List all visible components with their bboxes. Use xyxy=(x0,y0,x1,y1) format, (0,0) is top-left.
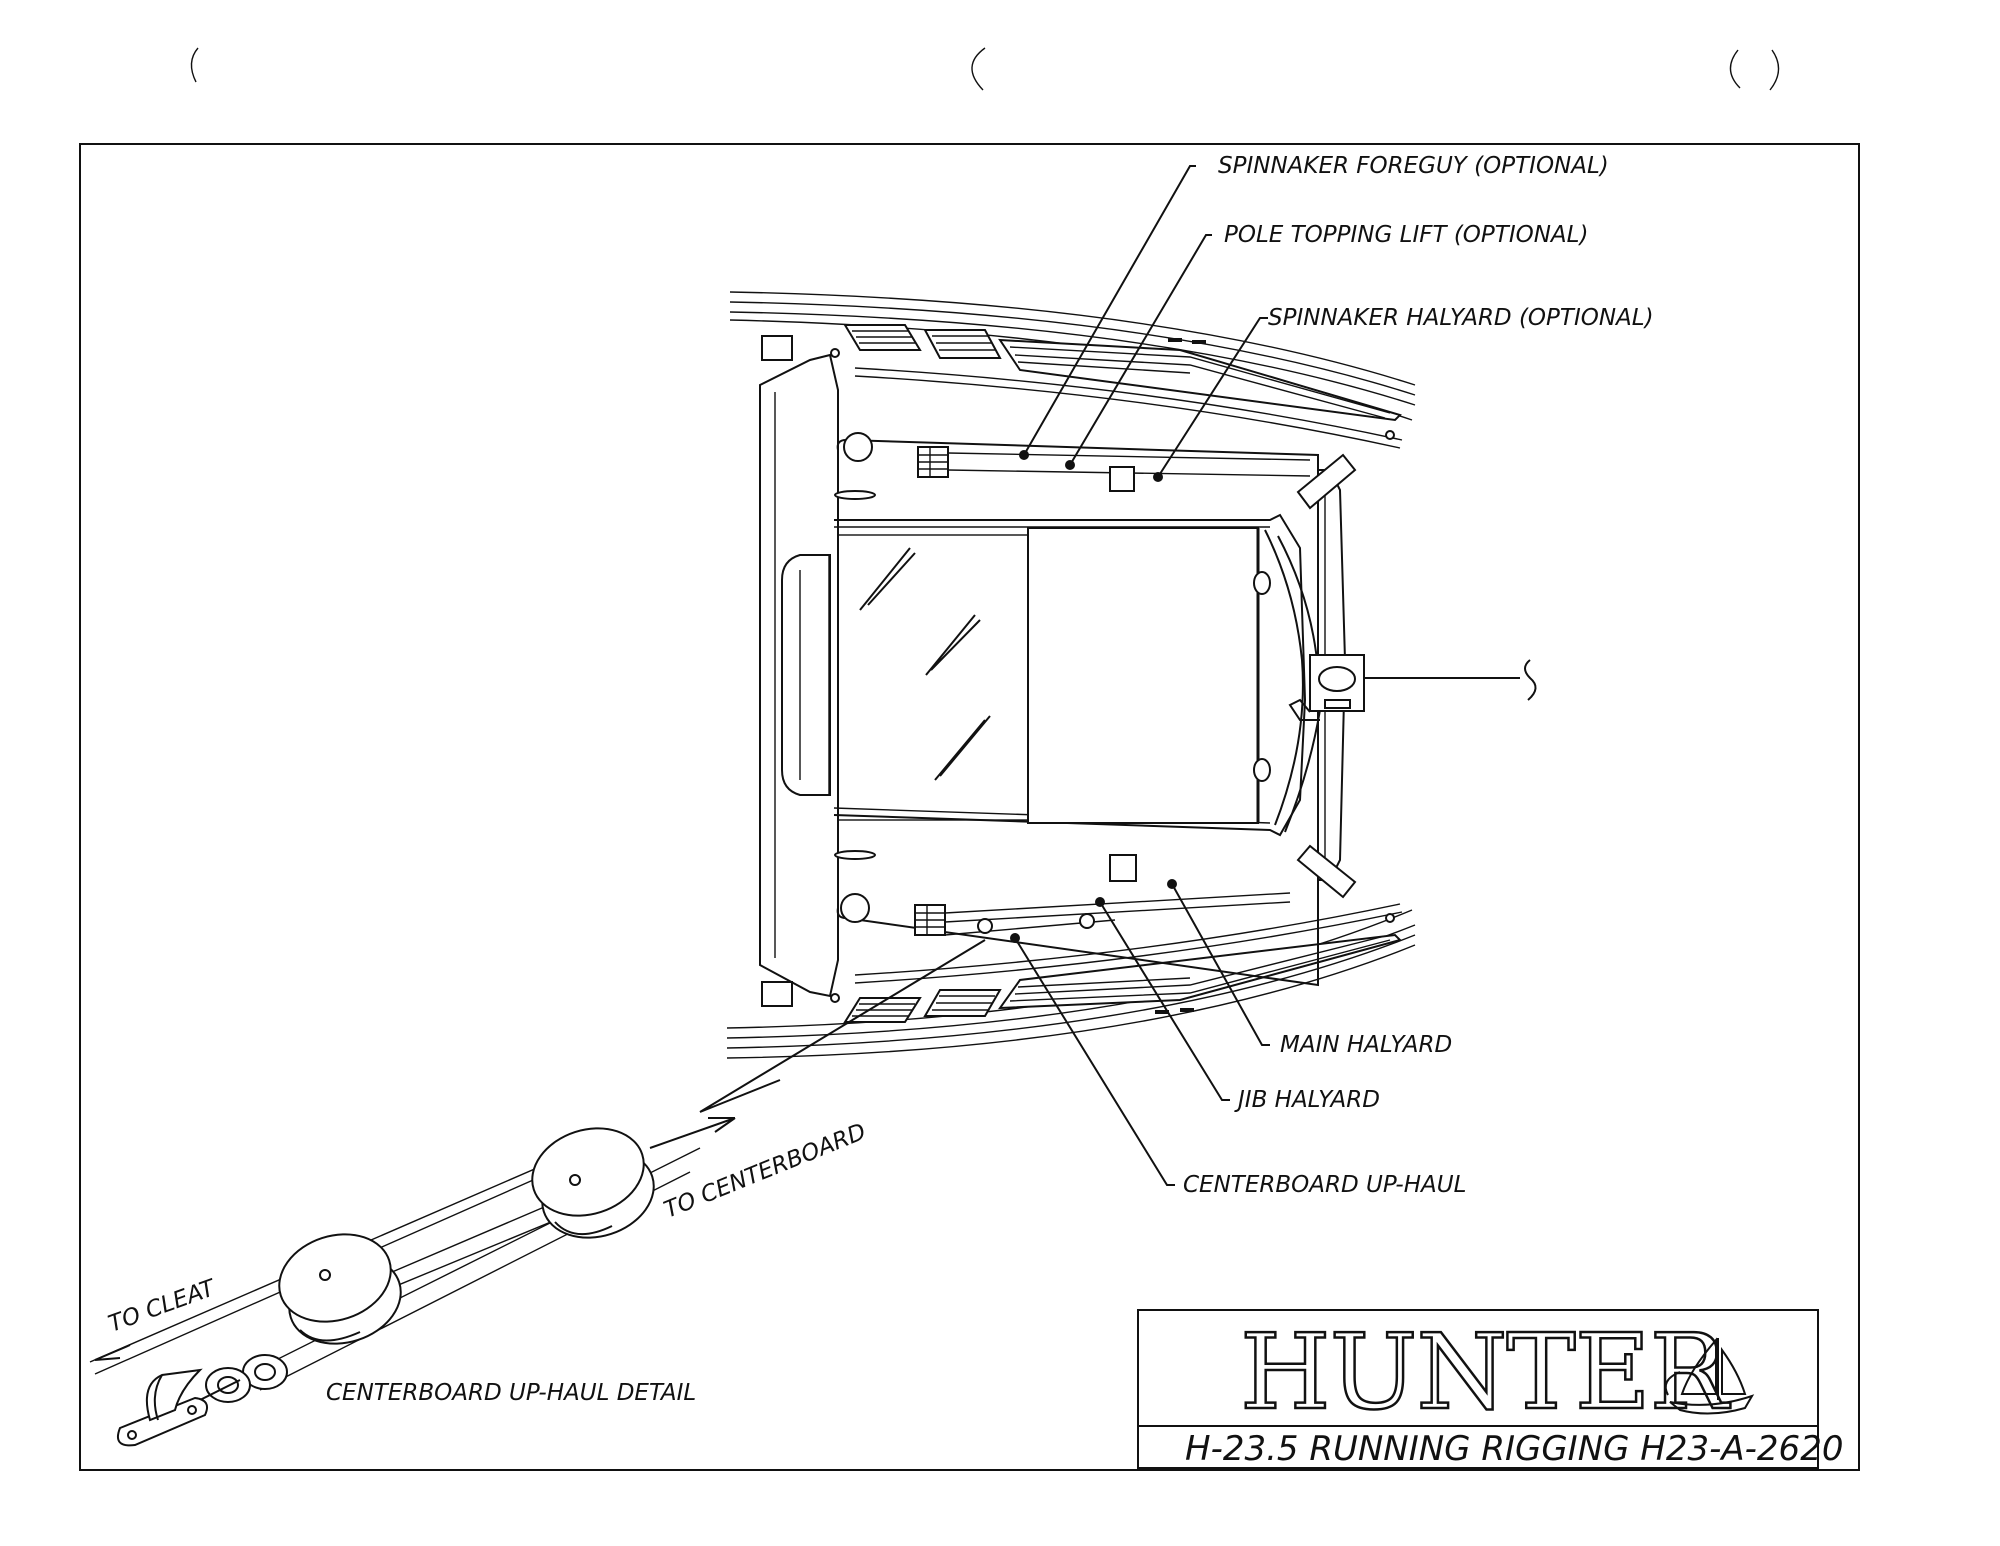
leader-pole-topping-lift xyxy=(1069,234,1212,466)
punch-holes xyxy=(190,47,1780,91)
label-centerboard-uphaul: CENTERBOARD UP-HAUL xyxy=(1183,1172,1466,1198)
padeye xyxy=(116,1368,208,1447)
title-block: HUNTER H-23.5 RUNNING RIGGING H23-A-2620 xyxy=(1137,1309,1843,1469)
block-lower xyxy=(278,1233,402,1345)
sailboat-logo-icon xyxy=(1664,1337,1755,1415)
label-main-halyard: MAIN HALYARD xyxy=(1280,1032,1452,1058)
punch-hole-right xyxy=(1729,49,1780,91)
leader-centerboard-uphaul xyxy=(1014,937,1175,1186)
leader-spinnaker-foreguy xyxy=(1023,165,1196,456)
drawing-title: H-23.5 RUNNING RIGGING H23-A-2620 xyxy=(1185,1429,1843,1469)
drawing-border xyxy=(79,143,1860,1471)
label-spinnaker-halyard: SPINNAKER HALYARD (OPTIONAL) xyxy=(1268,305,1654,331)
rope-clutch-bottom xyxy=(914,904,946,936)
cockpit-plan xyxy=(726,291,1537,1059)
brand-wordmark: HUNTER xyxy=(1240,1311,1731,1433)
label-to-centerboard: TO CENTERBOARD xyxy=(661,1119,870,1224)
leader-lines xyxy=(699,165,1270,1186)
leader-spinnaker-halyard xyxy=(1157,317,1268,478)
punch-hole-center xyxy=(971,47,986,91)
block-upper xyxy=(531,1127,655,1239)
detail-callout-leader xyxy=(699,939,986,1113)
leader-jib-halyard xyxy=(1099,901,1230,1101)
winch-starboard xyxy=(840,893,870,923)
winch-port xyxy=(843,432,873,462)
leader-main-halyard xyxy=(1171,883,1270,1046)
uphaul-detail xyxy=(89,1117,736,1447)
label-spinnaker-foreguy: SPINNAKER FOREGUY (OPTIONAL) xyxy=(1218,153,1609,179)
label-detail-caption: CENTERBOARD UP-HAUL DETAIL xyxy=(326,1380,696,1406)
label-to-cleat: TO CLEAT xyxy=(105,1275,220,1338)
label-jib-halyard: JIB HALYARD xyxy=(1234,1087,1380,1113)
shackle-links xyxy=(199,1354,288,1403)
punch-hole-left xyxy=(190,47,199,83)
rope-clutch-top xyxy=(917,446,949,478)
label-pole-topping-lift: POLE TOPPING LIFT (OPTIONAL) xyxy=(1224,222,1588,248)
